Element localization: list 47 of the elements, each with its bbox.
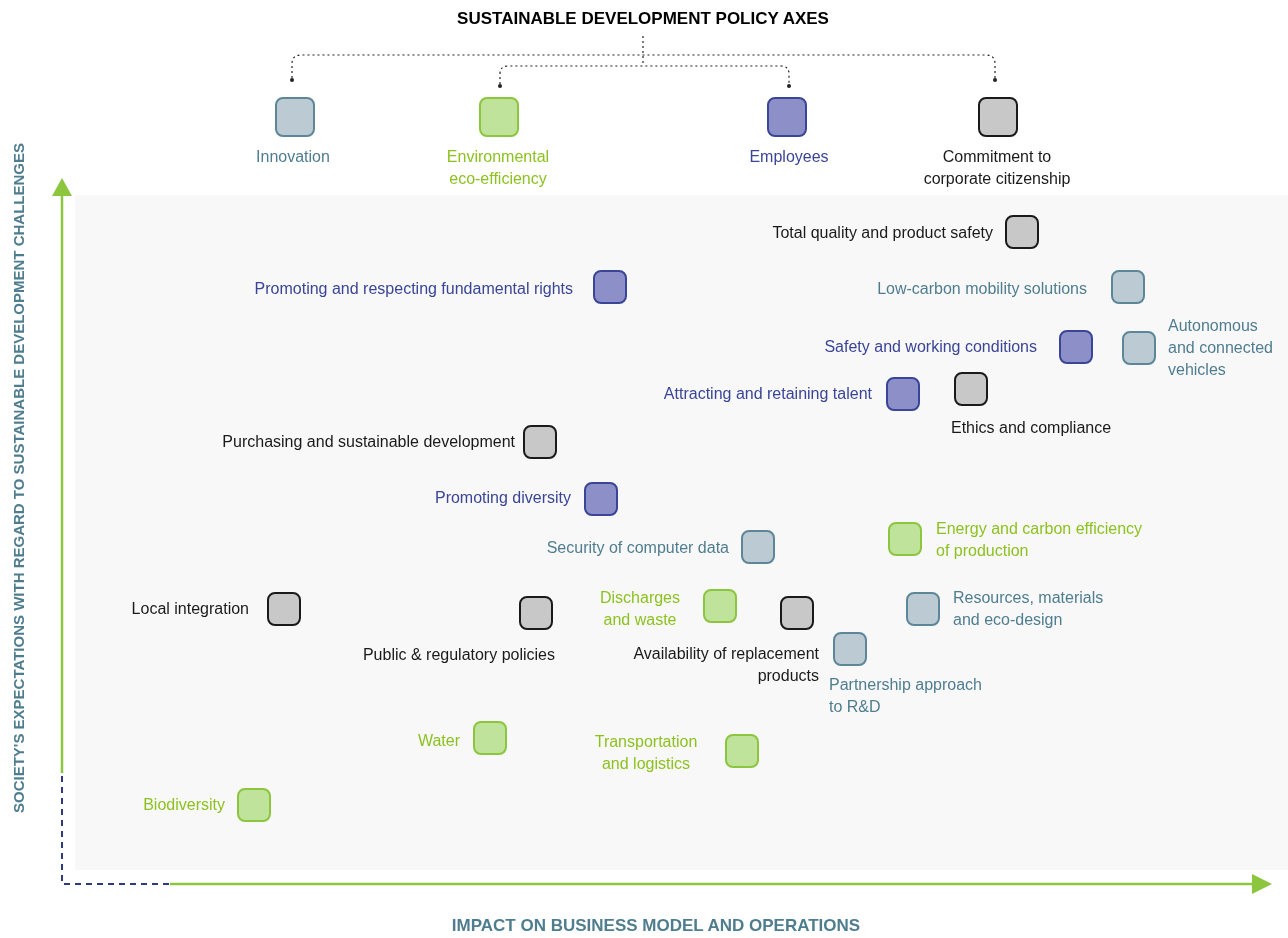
item-square	[703, 589, 737, 623]
item-label: Transportation and logistics	[593, 732, 699, 774]
legend-label: Commitment to corporate citizenship	[922, 147, 1072, 189]
item-label: Security of computer data	[546, 538, 729, 558]
item-square	[780, 596, 814, 630]
item-square	[584, 482, 618, 516]
item-label: Promoting and respecting fundamental rights	[254, 279, 573, 299]
item-label: Total quality and product safety	[772, 223, 993, 243]
item-label: Safety and working conditions	[824, 337, 1037, 357]
item-label: Autonomous and connected vehicles	[1168, 316, 1274, 380]
item-label: Biodiversity	[143, 795, 225, 815]
item-square	[1059, 330, 1093, 364]
diagram-title: SUSTAINABLE DEVELOPMENT POLICY AXES	[457, 9, 829, 29]
item-label: Partnership approach to R&D	[829, 675, 983, 717]
item-label: Attracting and retaining talent	[663, 384, 872, 404]
item-label: Ethics and compliance	[951, 418, 1112, 438]
item-label: Energy and carbon efficiency of production	[936, 519, 1144, 561]
item-label: Purchasing and sustainable development	[222, 432, 515, 452]
item-square	[954, 372, 988, 406]
item-square	[741, 530, 775, 564]
item-label: Resources, materials and eco-design	[953, 588, 1105, 630]
item-square	[473, 721, 507, 755]
item-square	[886, 377, 920, 411]
item-square	[593, 270, 627, 304]
legend-label: Environmental eco-efficiency	[445, 147, 551, 189]
item-square	[833, 632, 867, 666]
item-square	[1005, 215, 1039, 249]
y-axis-title: SOCIETY'S EXPECTATIONS WITH REGARD TO SUSTAINABLE DEVELOPMENT CHALLENGES	[9, 143, 27, 813]
item-square	[1122, 331, 1156, 365]
legend-label: Innovation	[256, 147, 330, 167]
item-label: Availability of replacement products	[632, 644, 819, 686]
item-label: Water	[417, 731, 460, 751]
item-label: Discharges and waste	[599, 588, 681, 630]
legend-label: Employees	[749, 147, 829, 167]
item-square	[906, 592, 940, 626]
item-square	[523, 425, 557, 459]
item-square	[237, 788, 271, 822]
item-square	[725, 734, 759, 768]
item-square	[1111, 270, 1145, 304]
item-label: Public & regulatory policies	[362, 645, 555, 665]
item-label: Local integration	[131, 599, 249, 619]
item-square	[888, 522, 922, 556]
item-label: Promoting diversity	[434, 488, 571, 508]
item-label: Low-carbon mobility solutions	[877, 279, 1087, 299]
item-square	[519, 596, 553, 630]
x-axis-title: IMPACT ON BUSINESS MODEL AND OPERATIONS	[451, 916, 861, 936]
item-square	[267, 592, 301, 626]
